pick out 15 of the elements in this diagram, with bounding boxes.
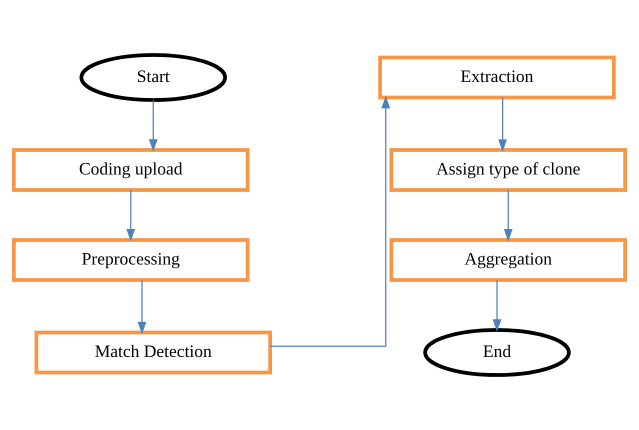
node-ellipse: End [423,328,571,377]
arrow [492,280,502,332]
arrow [138,280,146,334]
node-box: Assign type of clone [390,148,627,192]
arrow [148,100,158,152]
arrow [126,190,136,242]
arrow [498,98,507,152]
node-box: Match Detection [34,330,272,374]
node-ellipse: Start [80,53,227,102]
arrow [270,96,390,347]
node-box: Extraction [378,56,616,100]
arrow [504,190,513,242]
node-box: Preprocessing [12,238,250,282]
node-box: Coding upload [12,148,250,192]
node-box: Aggregation [390,238,627,282]
